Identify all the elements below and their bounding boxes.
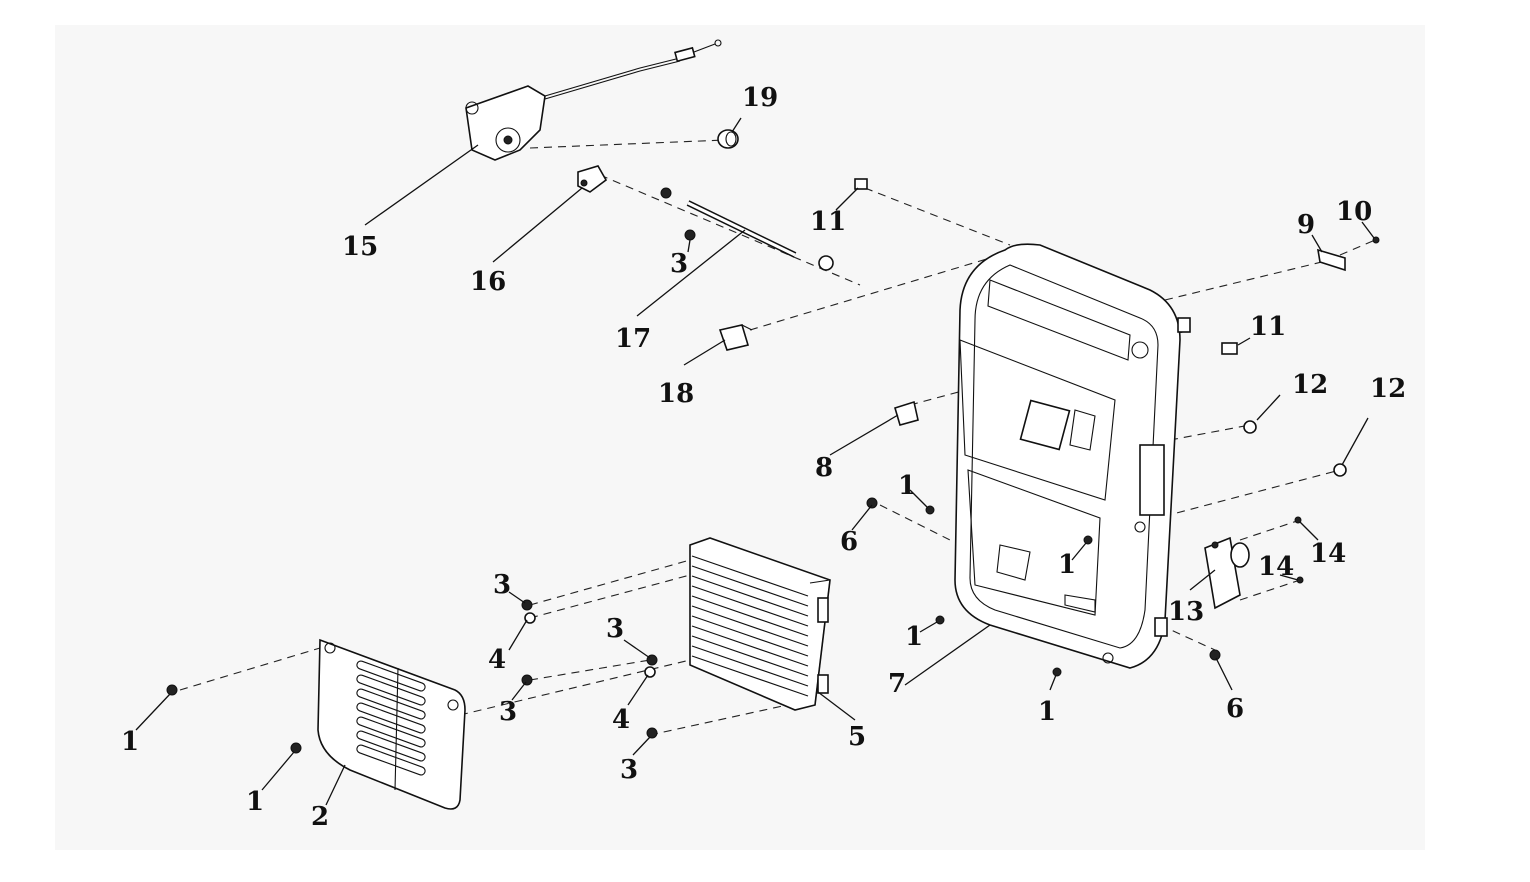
part-clip-right: [1221, 342, 1238, 355]
callout-4: 4: [612, 705, 630, 735]
callout-3: 3: [493, 570, 511, 600]
callout-3: 3: [606, 614, 624, 644]
part-front-frame: [954, 243, 1191, 669]
part-knob-cap: [717, 129, 739, 149]
part-knob-18: [718, 324, 753, 351]
callout-12: 12: [1370, 374, 1406, 404]
callout-9: 9: [1297, 210, 1315, 240]
callout-6: 6: [1226, 694, 1244, 724]
callout-16: 16: [470, 267, 506, 297]
callout-11: 11: [810, 207, 846, 237]
callout-1: 1: [1058, 550, 1076, 580]
callout-10: 10: [1336, 197, 1372, 227]
callout-3: 3: [499, 697, 517, 727]
callout-6: 6: [840, 527, 858, 557]
callout-18: 18: [658, 379, 694, 409]
callout-12: 12: [1292, 370, 1328, 400]
callout-5: 5: [848, 722, 866, 752]
part-clip-upper: [854, 178, 868, 190]
callout-11: 11: [1250, 312, 1286, 342]
part-inverter: [689, 537, 831, 711]
callout-3: 3: [620, 755, 638, 785]
callout-14: 14: [1258, 552, 1294, 582]
part-rod: [686, 200, 797, 258]
callout-1: 1: [905, 622, 923, 652]
callout-labels: 1 1 1 1 1 1 2 3 3 3 3 3 4 4 5 6 6 7 8 9 …: [121, 83, 1406, 832]
callout-3: 3: [670, 249, 688, 279]
callout-1: 1: [246, 787, 264, 817]
leader-lines: [135, 117, 1375, 806]
part-cover-screws: [166, 684, 302, 754]
part-louver-cover: [317, 638, 466, 810]
part-grommets: [1243, 420, 1347, 477]
callout-2: 2: [311, 802, 329, 832]
callout-14: 14: [1310, 539, 1346, 569]
callout-13: 13: [1168, 597, 1204, 627]
part-link-bracket: [577, 165, 608, 193]
part-knob-8: [894, 400, 919, 426]
callout-19: 19: [742, 83, 778, 113]
part-nuts-upper: [660, 187, 834, 271]
callout-7: 7: [888, 669, 906, 699]
callout-1: 1: [121, 727, 139, 757]
callout-15: 15: [342, 232, 378, 262]
callout-1: 1: [898, 471, 916, 501]
callout-1: 1: [1038, 697, 1056, 727]
part-bracket-9: [1317, 236, 1380, 272]
callout-4: 4: [488, 645, 506, 675]
part-throttle-actuator: [465, 39, 722, 161]
callout-17: 17: [615, 324, 651, 354]
callout-8: 8: [815, 453, 833, 483]
part-switch: [1204, 536, 1250, 610]
part-inverter-fasteners: [521, 599, 658, 739]
drawing-background: [55, 25, 1425, 850]
